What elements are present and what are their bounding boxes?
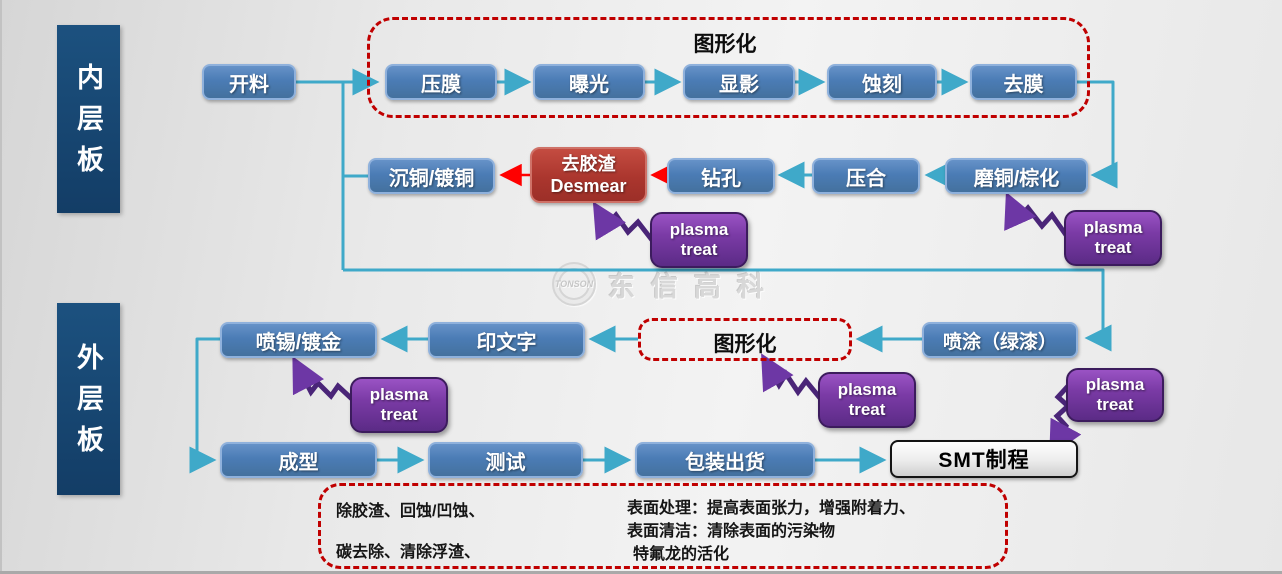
notes-group	[318, 483, 1008, 569]
watermark-logo-icon: TONSON	[552, 262, 596, 306]
lane-inner-layer: 内层板	[57, 25, 120, 213]
node-drilling: 钻孔	[667, 158, 775, 194]
plasma-zigzag-arrows	[292, 191, 1082, 457]
node-etching: 蚀刻	[827, 64, 937, 100]
plasma-label-line1: plasma	[1083, 217, 1143, 237]
plasma-label-line2: treat	[380, 405, 418, 424]
lane-outer-layer: 外层板	[57, 303, 120, 495]
plasma-label-line2: treat	[680, 240, 718, 259]
node-testing: 测试	[428, 442, 583, 478]
note-right-3: 特氟龙的活化	[633, 546, 730, 563]
plasma-label-line2: treat	[1094, 238, 1132, 257]
plasma-treat-patterning: plasma treat	[818, 372, 916, 428]
watermark-logo-text: TONSON	[554, 279, 594, 289]
node-film-stripping: 去膜	[970, 64, 1077, 100]
node-exposure: 曝光	[533, 64, 645, 100]
plasma-treat-smt: plasma treat	[1066, 368, 1164, 422]
patterning-group-top	[367, 17, 1090, 118]
plasma-label-line1: plasma	[1085, 374, 1145, 394]
node-desmear-cn: 去胶渣	[561, 153, 616, 174]
patterning-group-mid-title: 图形化	[713, 333, 777, 356]
node-desmear-en: Desmear	[550, 176, 627, 196]
node-solder-mask: 喷涂（绿漆）	[922, 322, 1078, 358]
patterning-group-top-title: 图形化	[693, 33, 757, 56]
node-pressing: 压合	[812, 158, 920, 194]
patterning-group-mid	[638, 318, 852, 361]
note-right-2: 表面清洁：清除表面的污染物	[627, 523, 836, 540]
plasma-treat-brushing: plasma treat	[1064, 210, 1162, 266]
plasma-label-line2: treat	[848, 400, 886, 419]
node-forming: 成型	[220, 442, 377, 478]
node-packing-shipping: 包装出货	[635, 442, 815, 478]
node-silkscreen: 印文字	[428, 322, 585, 358]
node-desmear: 去胶渣 Desmear	[530, 147, 647, 203]
note-left-2: 碳去除、清除浮渣、	[336, 544, 481, 561]
teal-connectors	[189, 68, 1118, 474]
plasma-label-line2: treat	[1096, 395, 1134, 414]
node-copper-plating: 沉铜/镀铜	[368, 158, 495, 194]
plasma-treat-plating: plasma treat	[350, 377, 448, 433]
node-lamination-film: 压膜	[385, 64, 497, 100]
node-developing: 显影	[683, 64, 795, 100]
note-left-1: 除胶渣、回蚀/凹蚀、	[336, 503, 485, 520]
node-cutting: 开料	[202, 64, 296, 100]
note-right-1: 表面处理：提高表面张力，增强附着力、	[627, 500, 916, 517]
watermark: TONSON 东信高科	[552, 262, 780, 306]
plasma-label-line1: plasma	[669, 219, 729, 239]
node-smt-process: SMT制程	[890, 440, 1078, 478]
node-tin-gold-plating: 喷锡/镀金	[220, 322, 377, 358]
plasma-treat-desmear: plasma treat	[650, 212, 748, 268]
plasma-label-line1: plasma	[837, 379, 897, 399]
node-copper-brushing: 磨铜/棕化	[945, 158, 1088, 194]
plasma-label-line1: plasma	[369, 384, 429, 404]
watermark-text: 东信高科	[608, 271, 780, 302]
